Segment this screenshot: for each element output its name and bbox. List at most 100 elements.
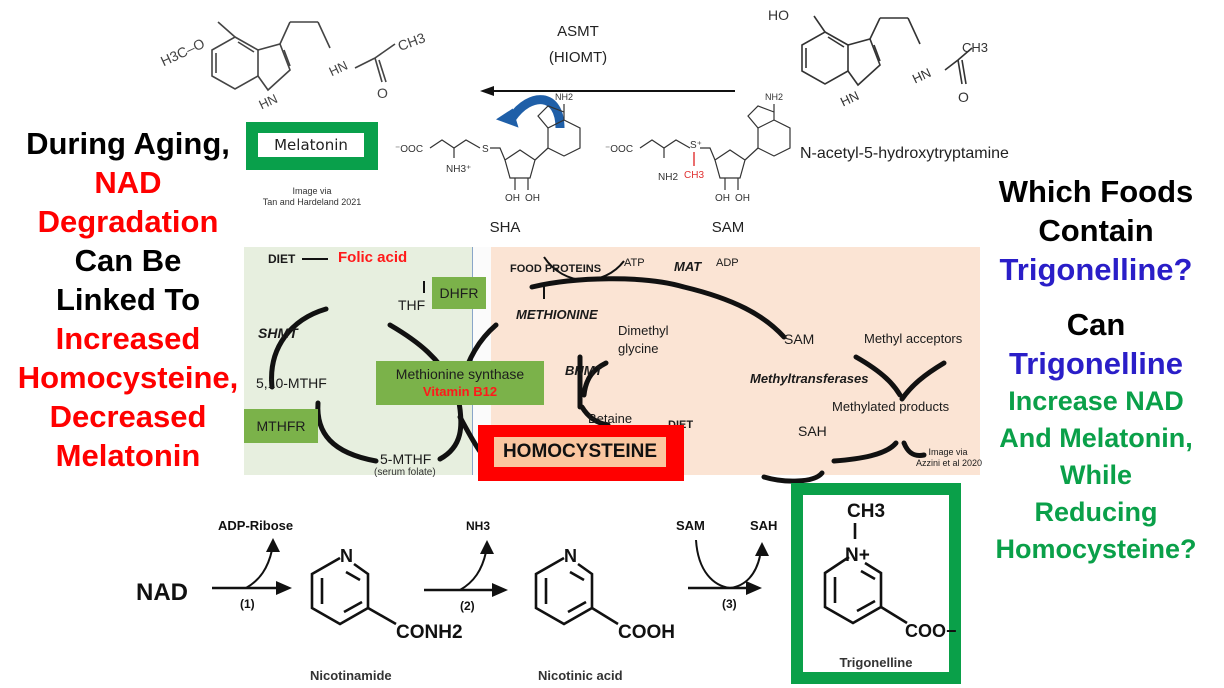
sub-methyl: CH3 bbox=[962, 40, 988, 55]
sam-methyl: CH3 bbox=[684, 170, 704, 181]
trigonelline-structure: CH3 N+ COO− Trigonelline bbox=[823, 501, 957, 670]
sam-oh: OH bbox=[735, 193, 750, 204]
mthf-5-label: 5-MTHF bbox=[380, 451, 432, 467]
nicotinamide-label: Nicotinamide bbox=[310, 668, 392, 683]
substrate-structure bbox=[801, 15, 973, 87]
trig-methyl: CH3 bbox=[847, 501, 885, 522]
sah-out-label: SAH bbox=[750, 518, 777, 533]
question-line: Which Foods bbox=[998, 174, 1194, 209]
dimethyl-label: Dimethyl bbox=[618, 323, 669, 338]
credit-line: Tan and Hardeland 2021 bbox=[262, 197, 362, 207]
credit-line: Azzini et al 2020 bbox=[916, 458, 983, 468]
curved-arrow-head bbox=[495, 108, 519, 128]
credit-line: Image via bbox=[928, 447, 968, 457]
sam-cycle-label: SAM bbox=[784, 331, 815, 347]
folic-acid-label: Folic acid bbox=[338, 249, 408, 266]
credit-line: Image via bbox=[292, 186, 332, 196]
sub-nh-label: HN bbox=[838, 88, 861, 110]
nicotinic-acid-label: Nicotinic acid bbox=[538, 668, 623, 683]
step3-label: (3) bbox=[722, 597, 737, 611]
substrate-name: N-acetyl-5-hydroxytryptamine bbox=[800, 145, 1009, 162]
sam-to-mt-arrow bbox=[853, 354, 903, 398]
sam-structure bbox=[639, 104, 791, 190]
nh3-label: NH3 bbox=[466, 519, 490, 533]
headline-line: Homocysteine, bbox=[17, 360, 239, 395]
sha-label: SHA bbox=[490, 219, 521, 236]
sha-amine: NH3⁺ bbox=[446, 164, 471, 175]
sah-cycle-label: SAH bbox=[798, 423, 827, 439]
right-questions: Which Foods Contain Trigonelline? Can Tr… bbox=[968, 172, 1224, 568]
question-line: Homocysteine? bbox=[995, 534, 1197, 564]
melatonin-synthesis-diagram: H3C–O HN HN CH3 O ASMT (HIOMT) ⁻OOC NH3⁺… bbox=[158, 7, 1009, 236]
headline-line: Linked To bbox=[55, 282, 201, 317]
hydroxy-label: HO bbox=[768, 7, 789, 23]
thf-label: THF bbox=[398, 297, 426, 313]
nad-degradation-pathway: NAD (1) ADP-Ribose N CONH2 Nicotinamide … bbox=[136, 518, 777, 683]
headline-line: During Aging, bbox=[26, 126, 230, 161]
trigonelline-highlight: CH3 N+ COO− Trigonelline bbox=[791, 483, 961, 684]
mat-cycle-arrow bbox=[529, 276, 787, 340]
vitamin-b12-label: Vitamin B12 bbox=[422, 384, 498, 399]
sha-sulfur: S bbox=[482, 144, 489, 155]
sub-oxygen: O bbox=[958, 89, 969, 105]
sha-oh: OH bbox=[525, 193, 540, 204]
enzyme-alias: (HIOMT) bbox=[549, 49, 607, 66]
atp-adp-arrow bbox=[543, 256, 625, 281]
melatonin-structure bbox=[211, 21, 396, 92]
step2-arrow-head bbox=[492, 583, 508, 597]
question-line: And Melatonin, bbox=[999, 423, 1193, 453]
methoxy-label: H3C–O bbox=[158, 35, 207, 69]
question-line: While bbox=[1060, 460, 1132, 490]
sub-amide-nh: HN bbox=[910, 65, 933, 87]
question-line: Contain bbox=[1038, 213, 1154, 248]
headline-line: Degradation bbox=[37, 204, 219, 239]
homocysteine-label: HOMOCYSTEINE bbox=[494, 437, 666, 467]
diet-label: DIET bbox=[268, 252, 296, 266]
headline-line: NAD bbox=[94, 165, 162, 200]
sam-carboxylate: ⁻OOC bbox=[605, 144, 633, 155]
sha-carboxylate: ⁻OOC bbox=[395, 144, 423, 155]
step3-arrow-head bbox=[746, 581, 762, 595]
sah-to-hcy-arrow bbox=[761, 470, 825, 484]
headline-line: Decreased bbox=[49, 399, 207, 434]
sha-oh: OH bbox=[505, 193, 520, 204]
methionine-synthase-label: Methionine synthase bbox=[395, 366, 525, 382]
oxygen-label: O bbox=[377, 85, 388, 101]
nad-label: NAD bbox=[136, 579, 188, 606]
mthfr-box: MTHFR bbox=[244, 409, 318, 443]
methyl-acceptors-label: Methyl acceptors bbox=[864, 331, 963, 346]
pathway-arrows bbox=[269, 256, 947, 484]
betaine-label: Betaine bbox=[588, 411, 633, 426]
sha-structure bbox=[429, 104, 581, 190]
headline-line: Increased bbox=[55, 321, 201, 356]
image-credit: Image via Tan and Hardeland 2021 bbox=[256, 186, 368, 208]
sam-label: SAM bbox=[712, 219, 745, 236]
methyl-label: CH3 bbox=[396, 29, 428, 54]
adp-label: ADP bbox=[716, 257, 739, 269]
step2-byproduct-arrow bbox=[459, 551, 487, 591]
adp-ribose-label: ADP-Ribose bbox=[218, 518, 293, 533]
acceptor-arrow bbox=[899, 360, 947, 402]
trigonelline-label: Trigonelline bbox=[840, 655, 913, 670]
shmt-arrow bbox=[269, 306, 329, 390]
sha-amino: NH2 bbox=[555, 92, 573, 102]
sam-amine: NH2 bbox=[658, 172, 678, 183]
sam-sulfur: S⁺ bbox=[690, 140, 702, 151]
question-line: Reducing bbox=[1034, 497, 1158, 527]
melatonin-label: Melatonin bbox=[258, 133, 364, 157]
step2-label: (2) bbox=[460, 599, 475, 613]
mthf-510-label: 5,10-MTHF bbox=[256, 375, 327, 391]
step1-arrow-head bbox=[276, 581, 292, 595]
methylated-arrow bbox=[901, 440, 927, 458]
nh-label: HN bbox=[256, 91, 279, 113]
step2-byproduct-head bbox=[480, 540, 494, 554]
bhmt-label: BHMT bbox=[565, 363, 603, 378]
step3-cofactor-arrow bbox=[695, 539, 761, 590]
homocysteine-highlight: HOMOCYSTEINE bbox=[478, 425, 684, 481]
dmg-arrow bbox=[581, 360, 609, 398]
question-line: Increase NAD bbox=[1008, 386, 1184, 416]
arrow-head bbox=[480, 86, 494, 96]
nicotinamide-ring bbox=[310, 556, 397, 626]
dhfr-box: DHFR bbox=[432, 277, 486, 309]
food-proteins-label: FOOD PROTEINS bbox=[510, 263, 602, 275]
